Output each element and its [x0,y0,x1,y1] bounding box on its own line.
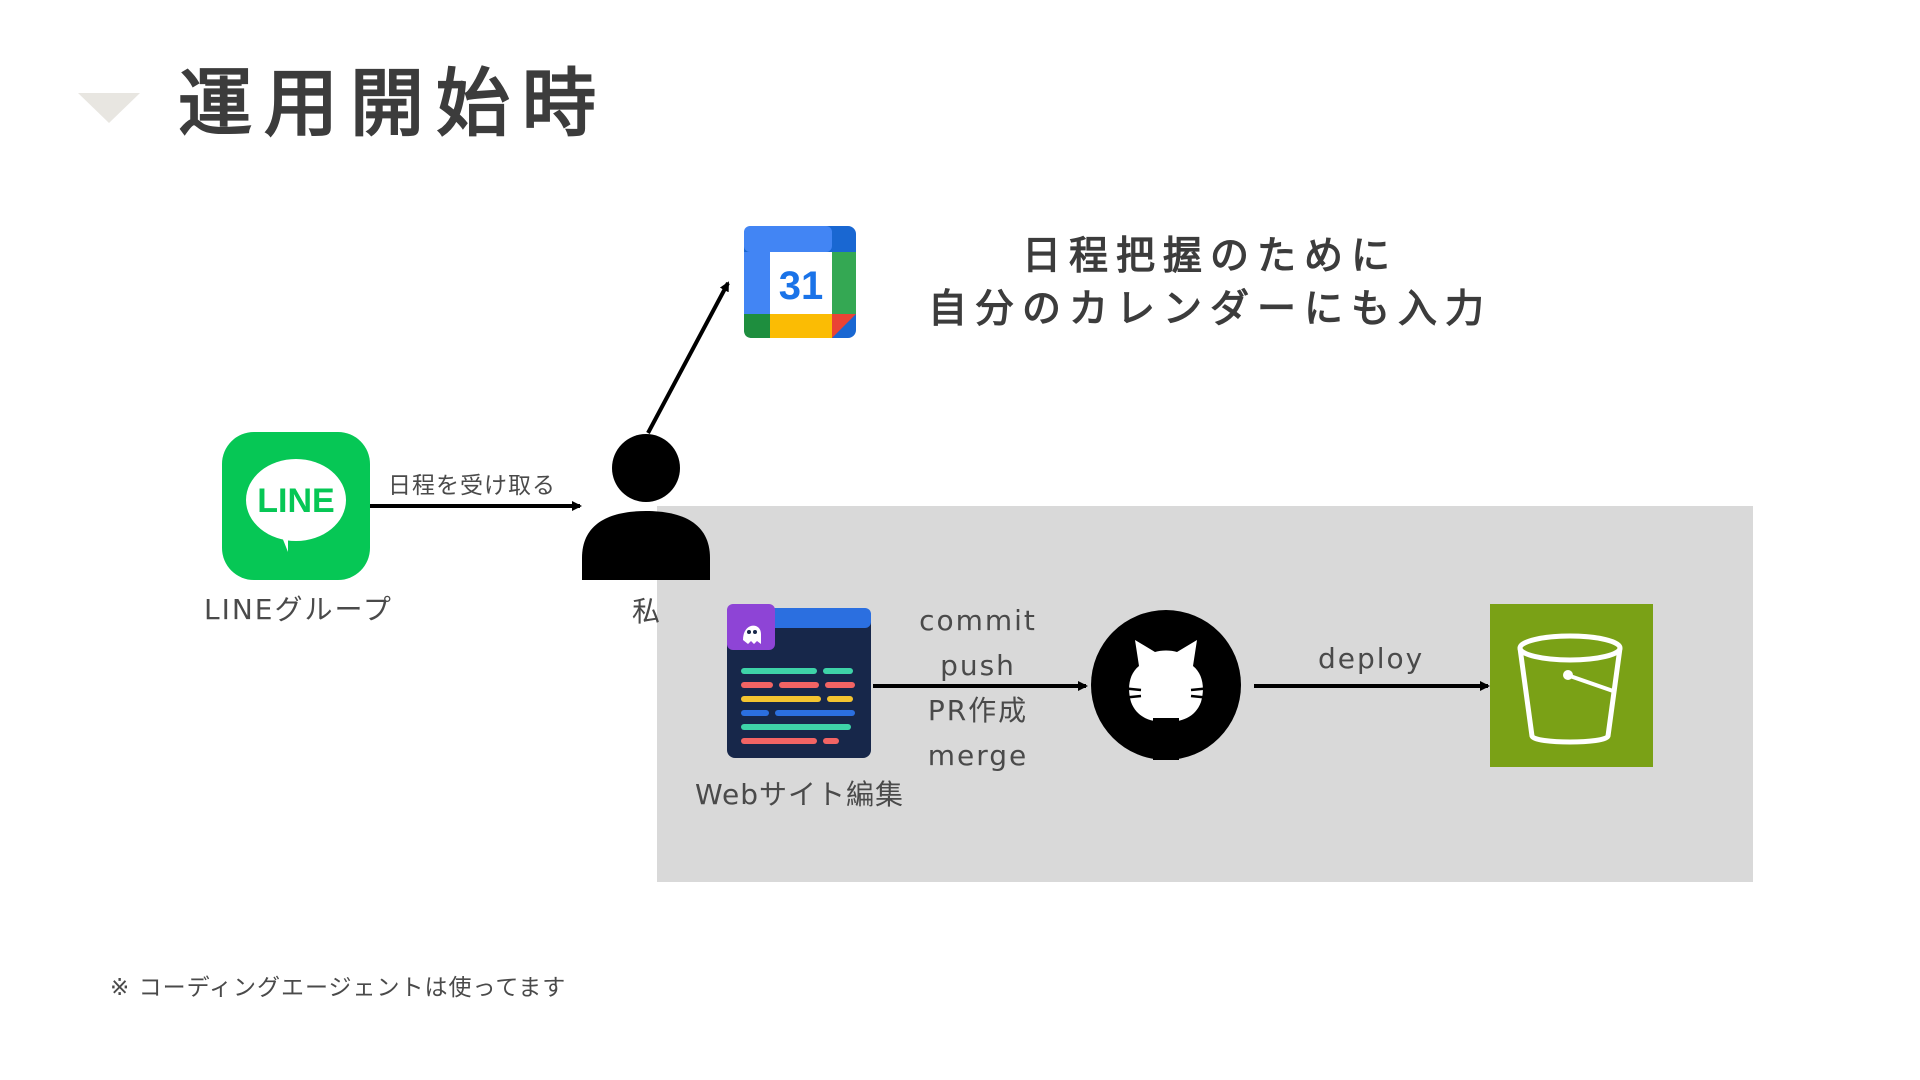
line-app-icon: LINE [222,432,370,580]
web-edit-label: Webサイト編集 [695,778,905,811]
code-editor-icon [725,604,873,768]
receive-schedule-label: 日程を受け取る [388,473,556,499]
line-group-label: LINEグループ [204,593,393,626]
calendar-note-line1: 日程把握のために [1021,234,1398,279]
calendar-day-text: 31 [779,264,824,308]
git-steps-label: commit push PR作成 merge [910,598,1046,778]
arrow-me-to-calendar [646,281,730,434]
calendar-note: 日程把握のために 自分のカレンダーにも入力 [920,230,1500,336]
s3-bucket-icon [1490,604,1653,767]
slide-title: 運用開始時 [178,61,608,147]
deploy-label: deploy [1318,642,1425,675]
person-icon [580,433,712,580]
line-logo-text: LINE [257,482,334,520]
calendar-icon: 31 [744,226,856,338]
github-icon [1091,610,1241,760]
title-marker-triangle [78,93,140,123]
git-step-merge: merge [927,739,1029,772]
git-step-pr: PR作成 [927,694,1029,727]
footnote: ※ コーディングエージェントは使ってます [110,975,567,1001]
git-step-push: push [940,649,1016,682]
calendar-note-line2: 自分のカレンダーにも入力 [927,287,1492,332]
git-step-commit: commit [919,604,1037,637]
me-label: 私 [632,595,663,628]
